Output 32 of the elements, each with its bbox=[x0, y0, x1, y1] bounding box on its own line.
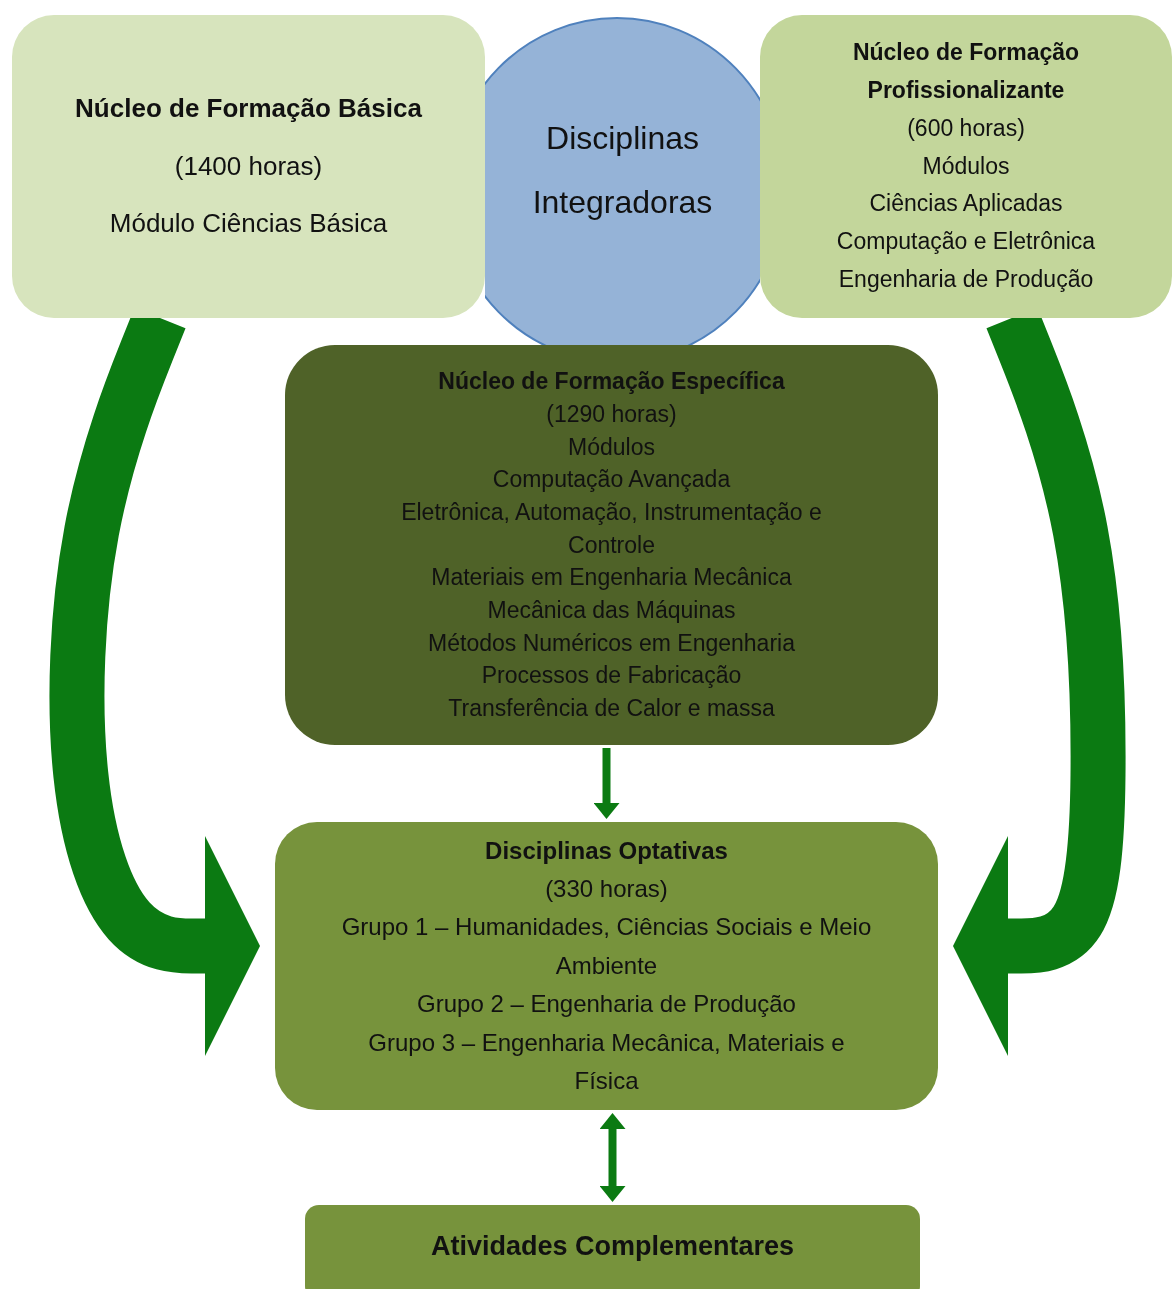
text-line: Módulos bbox=[568, 432, 655, 462]
heading: Disciplinas Optativas bbox=[485, 835, 728, 866]
text-line: (1400 horas) bbox=[174, 149, 323, 183]
heading: Atividades Complementares bbox=[430, 1233, 795, 1260]
text-line: (1290 horas) bbox=[546, 400, 677, 430]
rounded-box bbox=[760, 15, 1172, 318]
heading: Núcleo de Formação Específica bbox=[438, 367, 785, 397]
text-line: Módulos bbox=[922, 151, 1010, 181]
rounded-box bbox=[12, 15, 485, 318]
text-line: Computação Avançada bbox=[492, 465, 731, 495]
rounded-box bbox=[275, 822, 938, 1110]
text-line: Processos de Fabricação bbox=[481, 661, 742, 691]
double-arrow bbox=[599, 1113, 626, 1202]
text-line: Disciplinas Integradoras bbox=[531, 119, 714, 222]
text-line: Transferência de Calor e massa bbox=[448, 693, 775, 723]
text-line: (330 horas) bbox=[545, 874, 668, 904]
rounded-box bbox=[285, 345, 938, 745]
rounded-box bbox=[305, 1205, 920, 1289]
text-line: Ciências Aplicadas bbox=[869, 189, 1063, 219]
text-line: Grupo 2 – Engenharia de Produção bbox=[417, 989, 796, 1020]
text-line: Materiais em Engenharia Mecânica bbox=[431, 563, 792, 593]
text-line: (600 horas) bbox=[907, 113, 1025, 143]
heading: Núcleo de Formação Profissionalizante bbox=[851, 37, 1081, 105]
heading: Núcleo de Formação Básica bbox=[75, 92, 422, 126]
text-line: Engenharia de Produção bbox=[838, 265, 1094, 295]
text-line: Métodos Numéricos em Engenharia bbox=[428, 628, 795, 658]
text-line: Módulo Ciências Básica bbox=[109, 207, 388, 241]
text-line: Grupo 1 – Humanidades, Ciências Sociais e Meio Ambiente bbox=[340, 912, 873, 981]
text-line: Computação e Eletrônica bbox=[836, 227, 1096, 257]
text-line: Eletrônica, Automação, Instrumentação e Controle bbox=[400, 498, 823, 560]
text-line: Grupo 3 – Engenharia Mecânica, Materiais e Física bbox=[367, 1027, 846, 1096]
text-line: Mecânica das Máquinas bbox=[487, 596, 736, 625]
